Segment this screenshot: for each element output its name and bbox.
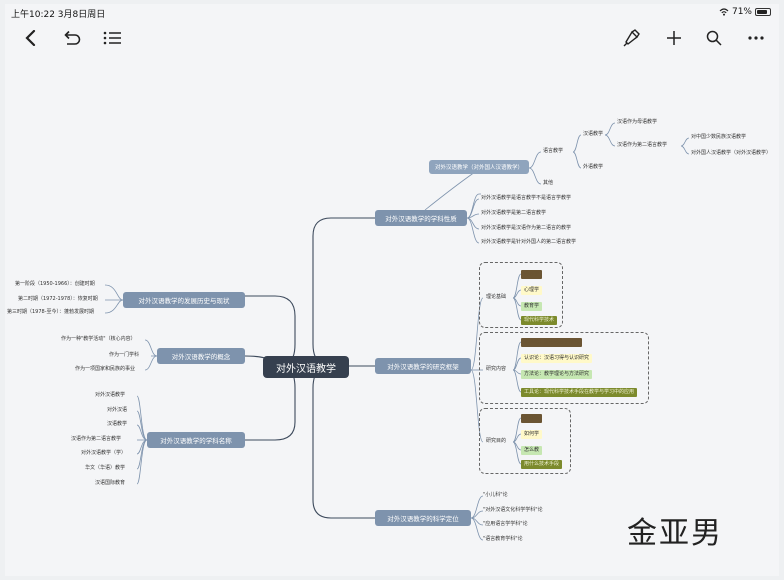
node-content[interactable]: 研究内容 xyxy=(486,366,507,372)
history-item[interactable]: 第二时期（1972-1978）：恢复时期 xyxy=(18,296,98,302)
wifi-icon xyxy=(719,8,729,16)
branch-names[interactable]: 对外汉语教学的学科名称 xyxy=(147,432,245,448)
node-foreign-language[interactable]: 外语教学 xyxy=(583,164,604,170)
node-foreigners[interactable]: 对外国人汉语教学（对外汉语教学） xyxy=(691,150,772,156)
content-tag[interactable]: 工具论：现代科学技术手段在教学与学习中的应用 xyxy=(521,388,638,397)
theory-group xyxy=(479,262,563,328)
status-bar: 上午10:22 3月8日周日 71% xyxy=(5,4,779,22)
toolbar xyxy=(5,22,779,56)
back-icon[interactable] xyxy=(19,24,41,52)
battery-icon xyxy=(755,8,771,16)
content-group xyxy=(479,332,649,404)
status-time: 上午10:22 3月8日周日 xyxy=(11,10,106,20)
theory-tag[interactable]: 心理学 xyxy=(521,286,543,295)
more-icon[interactable] xyxy=(745,24,767,52)
node-language-teaching[interactable]: 语言教学 xyxy=(543,148,564,154)
concept-item[interactable]: 作为一种"教学活动"（核心内容） xyxy=(61,336,136,342)
content-tag[interactable]: 本体论：汉语语言学研究 xyxy=(521,338,583,347)
center-topic[interactable]: 对外汉语教学 xyxy=(263,356,349,378)
battery-percent: 71% xyxy=(731,7,752,17)
format-brush-icon[interactable] xyxy=(619,24,643,52)
mindmap-screen: 上午10:22 3月8日周日 71% xyxy=(5,4,779,576)
concept-item[interactable]: 作为一项国家和民族的事业 xyxy=(75,366,136,372)
node-native[interactable]: 汉语作为母语教学 xyxy=(617,119,658,125)
theory-tag[interactable]: 教育学 xyxy=(521,302,543,311)
history-item[interactable]: 第一阶段（1950-1966）：创建时期 xyxy=(15,281,95,287)
branch-nature[interactable]: 对外汉语教学的学科性质 xyxy=(375,210,467,226)
concept-item[interactable]: 作为一门学科 xyxy=(109,352,140,358)
status-right: 71% xyxy=(719,7,771,17)
node-second-language[interactable]: 汉语作为第二语言教学 xyxy=(617,142,668,148)
names-item[interactable]: 汉语作为第二语言教学 xyxy=(71,436,122,442)
node-goal[interactable]: 研究目的 xyxy=(486,438,507,444)
node-other[interactable]: 其他 xyxy=(543,180,554,186)
names-item[interactable]: 汉语国际教育 xyxy=(95,480,126,486)
positioning-item[interactable]: "应用语言学学科"论 xyxy=(483,521,528,527)
names-item[interactable]: 对外汉语教学（学） xyxy=(81,450,127,456)
goal-tag[interactable]: 教什么 xyxy=(521,414,543,423)
add-icon[interactable] xyxy=(663,24,685,52)
branch-positioning[interactable]: 对外汉语教学的科学定位 xyxy=(375,510,471,526)
goal-group xyxy=(479,408,571,474)
undo-icon[interactable] xyxy=(61,24,83,52)
content-tag[interactable]: 方法论：教学理论与方法研究 xyxy=(521,370,593,379)
theory-tag[interactable]: 语言学 xyxy=(521,270,543,279)
nature-item[interactable]: 对外汉语教学是第二语言教学 xyxy=(481,210,547,216)
branch-concept[interactable]: 对外汉语教学的概念 xyxy=(157,348,245,364)
positioning-item[interactable]: "语言教育学科"论 xyxy=(483,536,523,542)
branch-framework[interactable]: 对外汉语教学的研究框架 xyxy=(375,358,471,374)
positioning-item[interactable]: "对外汉语文化科学学科"论 xyxy=(483,507,543,513)
names-item[interactable]: 华文（华语）教学 xyxy=(85,465,126,471)
connector-lines xyxy=(104,122,690,541)
content-tag[interactable]: 认识论：汉语习得与认识研究 xyxy=(521,354,593,363)
nature-item[interactable]: 对外汉语教学是针对外国人的第二语言教学 xyxy=(481,239,577,245)
search-icon[interactable] xyxy=(703,24,725,52)
nature-item[interactable]: 对外汉语教学是语言教学不是语言学教学 xyxy=(481,195,572,201)
node-chinese-teaching[interactable]: 汉语教学 xyxy=(583,131,604,137)
goal-tag[interactable]: 怎么教 xyxy=(521,446,543,455)
node-theory[interactable]: 理论基础 xyxy=(486,294,507,300)
goal-tag[interactable]: 用什么技术手段 xyxy=(521,460,563,469)
names-item[interactable]: 汉语教学 xyxy=(107,421,128,427)
names-item[interactable]: 对外汉语 xyxy=(107,407,128,413)
outline-icon[interactable] xyxy=(101,24,125,52)
positioning-item[interactable]: "小儿科"论 xyxy=(483,492,508,498)
nature-sub-topic[interactable]: 对外汉语教学（对外国人汉语教学） xyxy=(429,160,529,174)
theory-tag[interactable]: 现代科学技术 xyxy=(521,316,558,325)
branch-history[interactable]: 对外汉语教学的发展历史与现状 xyxy=(123,292,245,308)
nature-item[interactable]: 对外汉语教学是汉语作为第二语言的教学 xyxy=(481,225,572,231)
goal-tag[interactable]: 如何学 xyxy=(521,430,543,439)
names-item[interactable]: 对外汉语教学 xyxy=(95,392,126,398)
history-item[interactable]: 第三时期（1978-至今）：蓬勃发展时期 xyxy=(7,309,95,315)
node-minority[interactable]: 对中国少数民族汉语教学 xyxy=(691,134,747,140)
handwritten-signature: 金亚男 xyxy=(627,516,723,551)
